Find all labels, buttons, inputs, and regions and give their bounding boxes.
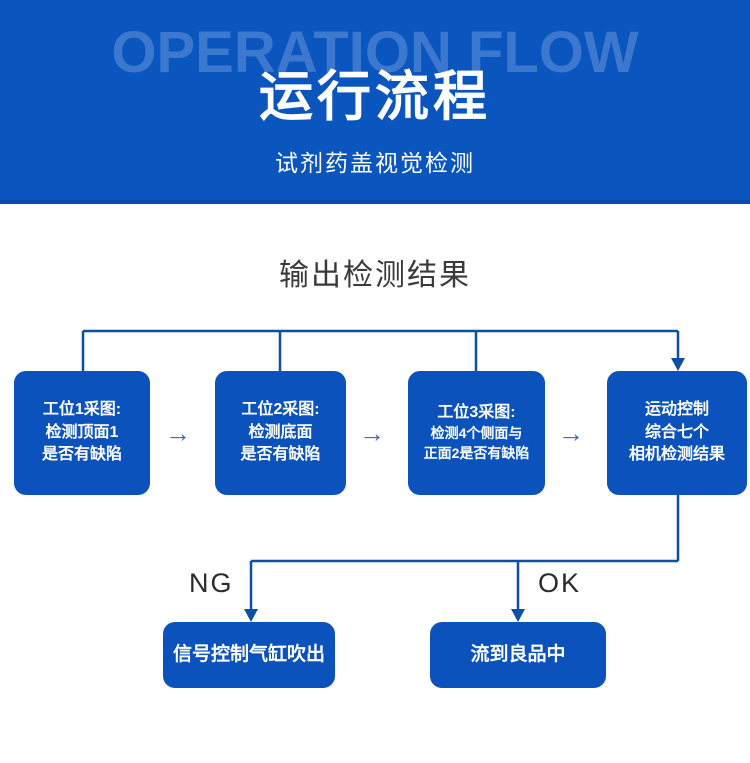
flow-node-station-1-line-2: 检测顶面1 [45,423,119,441]
flow-node-station-3-line-3: 正面2是否有缺陷 [423,445,530,462]
flow-node-station-1[interactable]: 工位1采图: 检测顶面1 是否有缺陷 [14,371,150,495]
flow-node-station-2-line-3: 是否有缺陷 [240,446,321,464]
page-subtitle: 试剂药盖视觉检测 [275,150,475,176]
flow-node-ok-result[interactable]: 流到良品中 [430,622,606,688]
flow-node-motion-control-line-1: 运动控制 [644,400,709,418]
arrowhead-into-ok-result [511,609,525,622]
branch-label-ok: OK [538,568,582,598]
flow-node-motion-control[interactable]: 运动控制 综合七个 相机检测结果 [607,371,747,495]
flow-node-station-3-line-1: 工位3采图: [437,403,516,421]
flow-node-station-3-line-2: 检测4个侧面与 [430,425,523,442]
page-header-banner: OPERATION FLOW 运行流程 试剂药盖视觉检测 [0,0,750,204]
page-title: 运行流程 [259,67,491,127]
flow-node-station-2-line-2: 检测底面 [248,423,313,441]
branch-label-ng: NG [189,568,234,598]
flow-node-ok-result-text: 流到良品中 [470,643,566,665]
flow-node-station-2-line-1: 工位2采图: [241,400,320,418]
flow-node-motion-control-line-2: 综合七个 [644,423,709,441]
flow-node-station-3[interactable]: 工位3采图: 检测4个侧面与 正面2是否有缺陷 [408,371,545,495]
step-arrow-icon-2: → [359,418,385,448]
flow-node-motion-control-line-3: 相机检测结果 [628,446,725,464]
arrowhead-into-ng-result [244,609,258,622]
header-underline-divider [0,200,750,204]
flow-node-ng-result[interactable]: 信号控制气缸吹出 [163,622,335,688]
header-watermark-text: OPERATION FLOW [111,20,639,85]
step-arrow-icon-3: → [558,418,584,448]
flow-node-ng-result-text: 信号控制气缸吹出 [172,643,325,665]
flow-node-station-1-line-3: 是否有缺陷 [41,446,122,464]
flow-node-station-2[interactable]: 工位2采图: 检测底面 是否有缺陷 [215,371,346,495]
flow-node-station-1-line-1: 工位1采图: [42,400,122,418]
arrowhead-into-motion-control [671,358,685,371]
section-heading: 输出检测结果 [279,259,471,292]
step-arrow-icon-1: → [165,418,191,448]
